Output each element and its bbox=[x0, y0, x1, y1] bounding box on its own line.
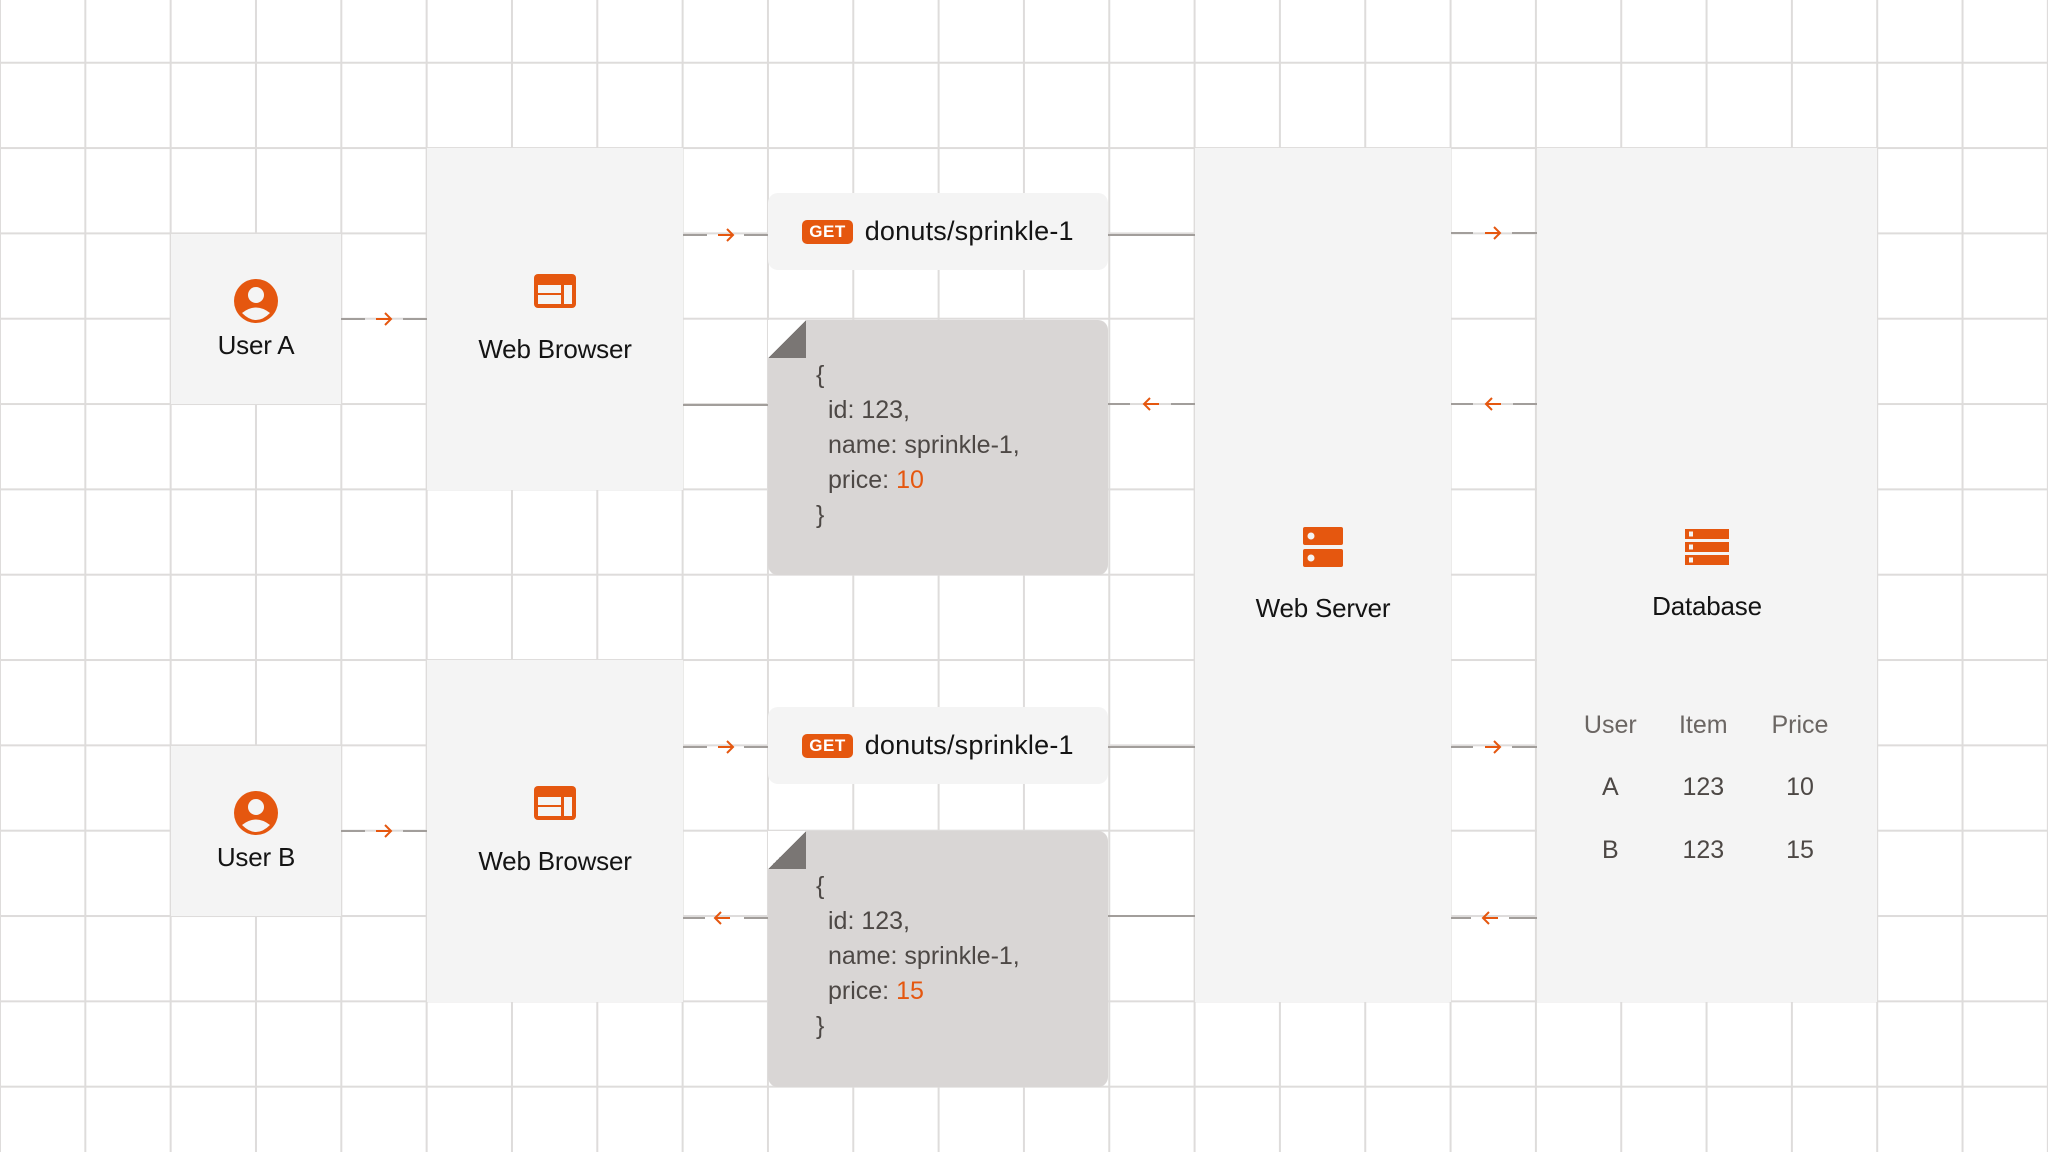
web-browser-a-label: Web Browser bbox=[478, 333, 632, 364]
connector-line bbox=[683, 404, 768, 406]
arrow-right-icon bbox=[1485, 226, 1502, 240]
json-price-line: price: 15 bbox=[816, 974, 1108, 1009]
json-close-brace: } bbox=[816, 1012, 825, 1040]
json-price-key: price: bbox=[828, 977, 897, 1005]
cell-price: 15 bbox=[1786, 836, 1814, 864]
arrow-right-icon bbox=[718, 740, 735, 754]
database-node: Database bbox=[1537, 148, 1877, 1002]
user-a-node: User A bbox=[171, 234, 341, 404]
column-header-item: Item bbox=[1678, 710, 1728, 739]
cell-item: 123 bbox=[1682, 773, 1725, 801]
document-fold-icon bbox=[768, 831, 806, 869]
cell-price: 10 bbox=[1786, 773, 1814, 801]
connector-line bbox=[341, 318, 365, 320]
connector-line bbox=[1108, 403, 1130, 405]
get-request-a-card: GET donuts/sprinkle-1 bbox=[768, 193, 1108, 270]
get-request-b-card: GET donuts/sprinkle-1 bbox=[768, 707, 1108, 784]
arrow-right-icon bbox=[718, 228, 735, 242]
user-b-node: User B bbox=[171, 746, 341, 916]
http-method-badge: GET bbox=[802, 219, 853, 244]
web-browser-b-node: Web Browser bbox=[427, 660, 683, 1002]
json-id-line: id: 123, bbox=[828, 396, 911, 424]
user-icon bbox=[234, 790, 278, 835]
user-icon bbox=[234, 278, 278, 323]
json-id-line: id: 123, bbox=[828, 907, 911, 935]
json-price-value: 10 bbox=[896, 466, 924, 494]
json-price-value: 15 bbox=[896, 977, 924, 1005]
connector-line bbox=[403, 830, 427, 832]
web-server-label: Web Server bbox=[1255, 592, 1391, 623]
connector-line bbox=[1108, 746, 1195, 748]
http-method-badge: GET bbox=[802, 733, 853, 758]
cell-item: 123 bbox=[1682, 836, 1725, 864]
table-row: B 123 15 bbox=[1562, 819, 1852, 882]
connector-line bbox=[744, 917, 768, 919]
json-open-brace: { bbox=[816, 872, 825, 900]
json-close-brace: } bbox=[816, 501, 825, 529]
table-header-row: User Item Price bbox=[1562, 694, 1852, 756]
column-header-user: User bbox=[1583, 710, 1637, 739]
connector-line bbox=[1509, 917, 1537, 919]
arrow-right-icon bbox=[376, 824, 393, 838]
browser-window-icon bbox=[534, 785, 576, 820]
connector-line bbox=[1451, 403, 1473, 405]
connector-line bbox=[1451, 232, 1473, 234]
web-browser-a-node: Web Browser bbox=[427, 148, 683, 490]
json-price-key: price: bbox=[828, 466, 897, 494]
database-table: User Item Price A 123 10 B 123 15 bbox=[1562, 694, 1852, 882]
connector-line bbox=[1171, 403, 1195, 405]
server-icon bbox=[1303, 526, 1343, 567]
json-response-a-card: { id: 123, name: sprinkle-1, price: 10 } bbox=[768, 320, 1108, 575]
arrow-left-icon bbox=[1484, 397, 1501, 411]
connector-line bbox=[1512, 232, 1537, 234]
connector-line bbox=[1512, 746, 1537, 748]
connector-line bbox=[1108, 915, 1195, 917]
arrow-left-icon bbox=[1142, 397, 1159, 411]
database-label: Database bbox=[1652, 590, 1762, 621]
json-response-b-card: { id: 123, name: sprinkle-1, price: 15 } bbox=[768, 831, 1108, 1087]
connector-line bbox=[1513, 403, 1537, 405]
web-browser-b-label: Web Browser bbox=[478, 845, 632, 876]
connector-line bbox=[744, 234, 768, 236]
web-server-node: Web Server bbox=[1195, 148, 1451, 1002]
connector-line bbox=[1451, 746, 1473, 748]
browser-window-icon bbox=[534, 273, 576, 308]
cell-user: A bbox=[1601, 773, 1619, 801]
connector-line bbox=[403, 318, 427, 320]
json-open-brace: { bbox=[816, 361, 825, 389]
arrow-right-icon bbox=[376, 312, 393, 326]
arrow-right-icon bbox=[1485, 740, 1502, 754]
connector-line bbox=[1451, 917, 1471, 919]
database-icon bbox=[1685, 528, 1729, 565]
json-name-line: name: sprinkle-1, bbox=[828, 942, 1020, 970]
connector-line bbox=[341, 830, 365, 832]
arrow-left-icon bbox=[1481, 911, 1498, 925]
request-path: donuts/sprinkle-1 bbox=[864, 730, 1074, 760]
connector-line bbox=[683, 917, 705, 919]
user-b-label: User B bbox=[216, 841, 296, 872]
json-price-line: price: 10 bbox=[816, 463, 1108, 498]
cell-user: B bbox=[1601, 836, 1619, 864]
connector-line bbox=[744, 746, 768, 748]
table-row: A 123 10 bbox=[1562, 756, 1852, 819]
connector-line bbox=[1108, 234, 1195, 236]
connector-line bbox=[683, 746, 707, 748]
user-a-label: User A bbox=[217, 329, 295, 360]
request-path: donuts/sprinkle-1 bbox=[864, 216, 1074, 246]
connector-line bbox=[683, 234, 707, 236]
arrow-left-icon bbox=[713, 911, 730, 925]
column-header-price: Price bbox=[1771, 710, 1829, 739]
json-name-line: name: sprinkle-1, bbox=[828, 431, 1020, 459]
document-fold-icon bbox=[768, 320, 806, 358]
